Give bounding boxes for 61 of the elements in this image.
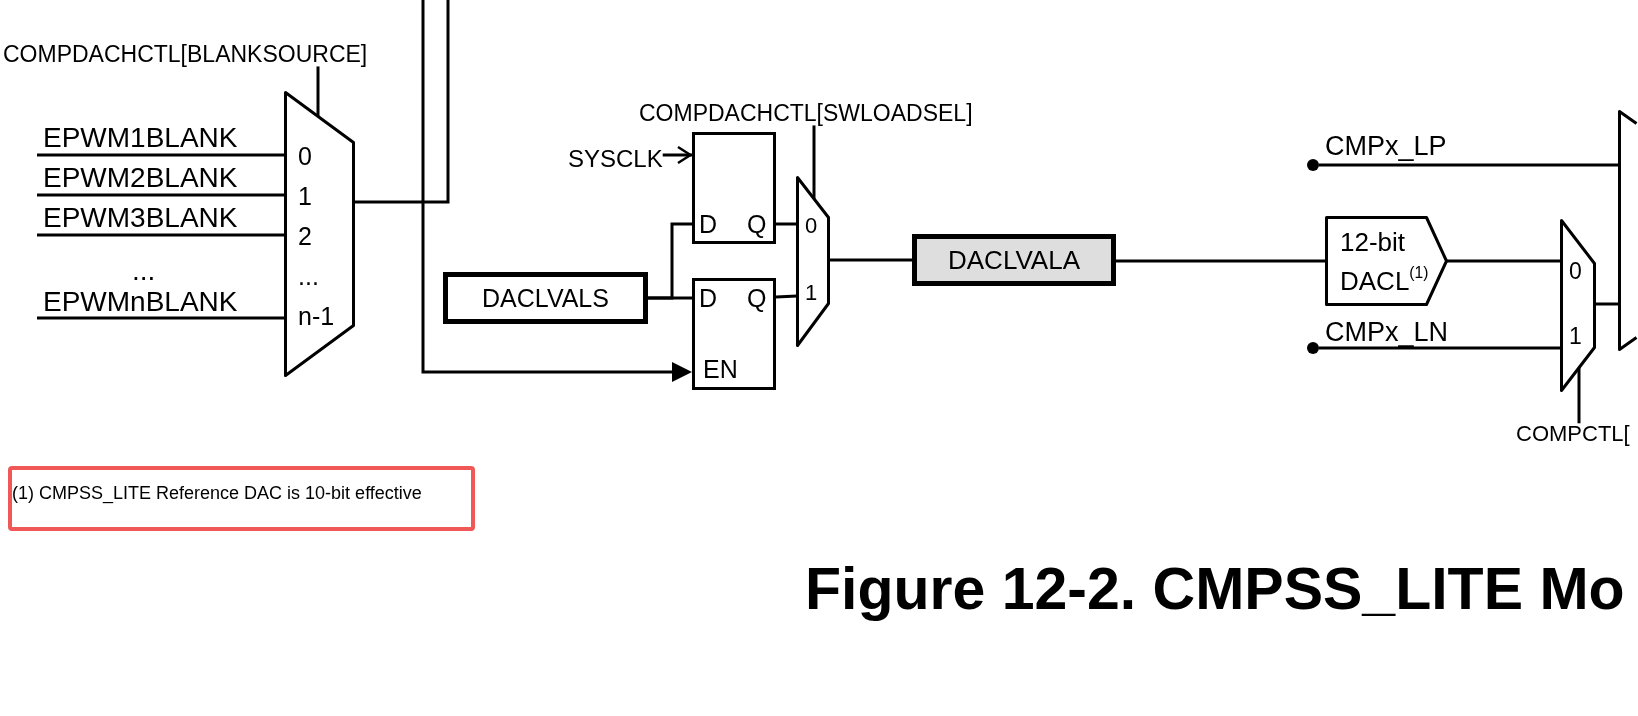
port-label: 0 <box>298 143 312 169</box>
port-label: ... <box>298 263 319 289</box>
signal-line <box>1577 367 1581 424</box>
signal-line <box>37 153 285 157</box>
register-block <box>912 234 1116 286</box>
register-field-label: COMPDACHCTL[SWLOADSEL] <box>639 102 973 126</box>
signal-line <box>37 233 285 237</box>
pin-label: D <box>699 285 718 311</box>
signal-line <box>37 316 285 320</box>
signal-line <box>316 66 320 116</box>
arrow <box>421 0 692 382</box>
terminal-dot-icon <box>1307 159 1319 171</box>
register-field-label: COMPCTL[ <box>1516 423 1630 446</box>
register-block <box>443 272 648 324</box>
footnote: (1) CMPSS_LITE Reference DAC is 10-bit effective <box>12 483 422 502</box>
port-label: 0 <box>805 215 818 238</box>
ellipsis: ... <box>132 257 156 286</box>
register-field-label: COMPDACHCTL[BLANKSOURCE] <box>3 43 368 67</box>
signal-label: CMPx_LP <box>1325 133 1447 161</box>
signal-line <box>776 222 797 226</box>
highlight-frame <box>8 466 475 531</box>
port-label: 1 <box>298 183 312 209</box>
signal-label: EPWM2BLANK <box>43 164 238 193</box>
signal-line <box>1594 302 1619 306</box>
pin-label: EN <box>703 356 738 382</box>
signal-line <box>812 125 816 199</box>
signal-line <box>1319 163 1619 167</box>
multiplexer <box>795 175 830 347</box>
signal-line <box>353 0 450 204</box>
signal-label: EPWM3BLANK <box>43 204 238 233</box>
clock-signal-label: SYSCLK <box>568 146 663 171</box>
multiplexer <box>283 90 355 377</box>
multiplexer <box>1617 109 1638 351</box>
terminal-dot-icon <box>1307 342 1319 354</box>
port-label: 1 <box>1569 325 1582 349</box>
signal-line <box>37 193 285 197</box>
flip-flop <box>692 278 776 390</box>
signal-label: CMPx_LN <box>1325 319 1449 347</box>
signal-line <box>1319 346 1561 350</box>
port-label: 2 <box>298 223 312 249</box>
signal-line <box>775 294 798 299</box>
register-name: DACLVALS <box>482 285 609 311</box>
dac-label: 12-bit DACL$^{(1)}$ <box>1340 225 1430 298</box>
figure-caption: Figure 12-2. CMPSS_LITE Mo <box>805 559 1625 619</box>
pin-label: Q <box>747 211 767 237</box>
dac-block <box>1324 215 1448 306</box>
signal-line <box>828 258 912 262</box>
port-label: 1 <box>805 282 818 305</box>
pin-label: Q <box>747 285 767 311</box>
signal-label: EPWM1BLANK <box>43 124 238 153</box>
pin-label: D <box>699 211 718 237</box>
register-name: DACLVALA <box>948 247 1080 273</box>
port-label: n-1 <box>298 303 335 329</box>
arrow <box>662 145 692 165</box>
signal-label: EPWMnBLANK <box>43 288 238 317</box>
multiplexer <box>1559 218 1596 392</box>
signal-line <box>648 296 692 300</box>
signal-line <box>1116 259 1326 263</box>
flip-flop <box>692 132 776 244</box>
signal-line <box>1446 259 1561 263</box>
port-label: 0 <box>1569 260 1582 284</box>
